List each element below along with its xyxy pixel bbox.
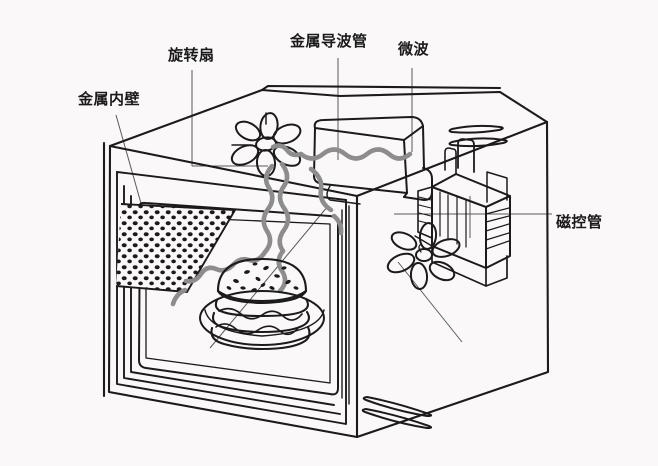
perforated-metal-mesh [115, 203, 236, 293]
label-microwave: 微波 [398, 40, 430, 58]
turntable-plate [199, 290, 325, 346]
sesame-seeds [226, 262, 299, 292]
door-window-frame [138, 201, 350, 405]
front-bottom-vent-slots [361, 396, 433, 429]
microwave-energy-squiggles [170, 143, 413, 307]
oven-outer-shell [102, 84, 550, 439]
label-magnetron: 磁控管 [556, 213, 603, 231]
magnetron-cooling-fan [386, 222, 461, 290]
leader-internal-fan [397, 261, 463, 343]
label-stirrer-fan: 旋转扇 [168, 46, 215, 64]
label-metal-waveguide: 金属导波管 [290, 32, 368, 50]
hamburger-with-sesame-seeds [210, 257, 311, 351]
top-right-vent-slots [448, 124, 508, 148]
leader-lines [115, 58, 552, 349]
leader-inner-wall [115, 114, 145, 215]
label-metal-inner-wall: 金属内壁 [78, 90, 141, 108]
six-petal-stirrer-fan [230, 112, 302, 177]
magnetron-assembly [414, 138, 511, 287]
